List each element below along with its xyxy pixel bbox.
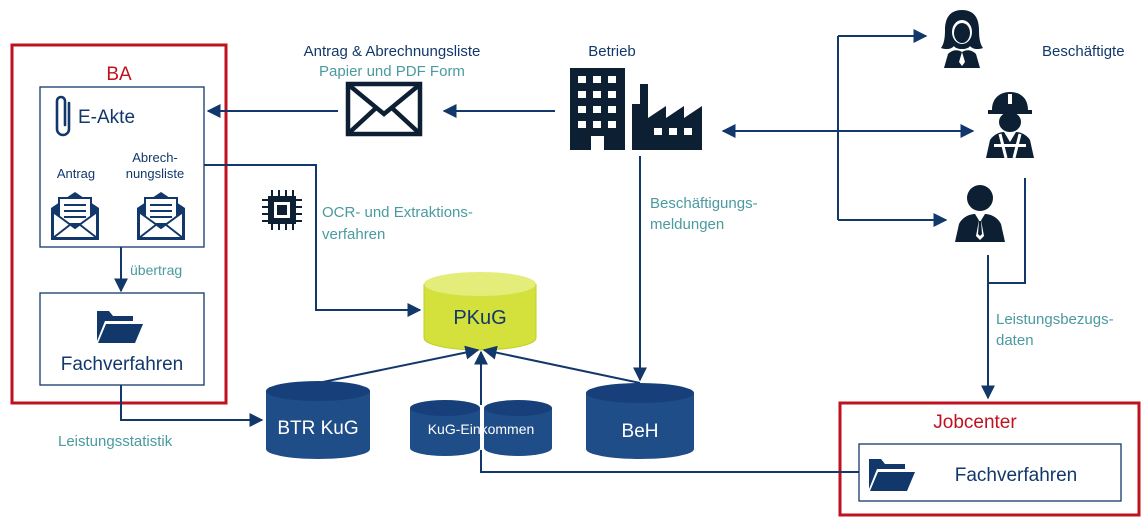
beschaeftigungsmeldungen-line2: meldungen	[650, 216, 724, 233]
woman-employee-icon	[941, 10, 983, 68]
open-envelope-icon	[51, 192, 99, 240]
uebertrag-label: übertrag	[130, 262, 182, 278]
e-akte-to-pkug-line	[204, 164, 422, 317]
ba-title: BA	[106, 64, 132, 85]
construction-worker-icon	[986, 92, 1034, 159]
betrieb-label: Betrieb	[588, 43, 636, 60]
envelope-label-line2: Papier und PDF Form	[319, 63, 465, 80]
pkug-database[interactable]	[423, 272, 537, 351]
jobcenter-fachverfahren-label: Fachverfahren	[955, 465, 1078, 486]
abrechnungsliste-label-line2: nungsliste	[126, 166, 185, 181]
folder-icon	[97, 311, 143, 343]
beh-database[interactable]	[586, 383, 694, 459]
beh-label: BeH	[622, 421, 659, 442]
jobcenter-to-kug-line	[480, 450, 859, 473]
leistungsbezugsdaten-line2: daten	[996, 332, 1034, 349]
folder-icon	[869, 459, 915, 491]
kug-einkommen-label: KuG-Einkommen	[428, 421, 535, 437]
ocr-label-line1: OCR- und Extraktions-	[322, 204, 473, 221]
chip-icon	[262, 190, 302, 230]
paperclip-icon	[55, 95, 71, 137]
antrag-label: Antrag	[57, 166, 95, 181]
ocr-label-line2: verfahren	[322, 226, 385, 243]
factory-icon	[632, 84, 702, 150]
jobcenter-frame	[838, 401, 1141, 517]
e-akte-label: E-Akte	[78, 107, 135, 128]
pkug-label: PKuG	[453, 307, 506, 329]
abrechnungsliste-label-line1: Abrech-	[132, 150, 178, 165]
kug-einkommen-database[interactable]	[410, 400, 552, 456]
employees-to-jobcenter-line	[988, 178, 1026, 284]
office-building-icon	[570, 68, 625, 150]
beschaeftigte-label: Beschäftigte	[1042, 43, 1125, 60]
leistungsbezugsdaten-line1: Leistungsbezugs-	[996, 311, 1114, 328]
businessman-icon	[955, 185, 1005, 242]
jobcenter-title: Jobcenter	[933, 412, 1017, 433]
btr-kug-database[interactable]	[266, 381, 370, 459]
beschaeftigungsmeldungen-line1: Beschäftigungs-	[650, 195, 758, 212]
envelope-label-line1: Antrag & Abrechnungsliste	[304, 43, 481, 60]
btr-kug-label: BTR KuG	[277, 418, 358, 439]
beh-to-pkug-arrow	[482, 345, 641, 384]
ba-to-btr-line	[120, 385, 264, 427]
ba-frame	[10, 43, 228, 405]
open-envelope-icon	[137, 192, 185, 240]
leistungsstatistik-label: Leistungsstatistik	[58, 433, 173, 450]
btr-to-pkug-arrow	[317, 345, 480, 384]
ba-fachverfahren-label: Fachverfahren	[61, 354, 184, 375]
envelope-icon	[345, 81, 423, 137]
